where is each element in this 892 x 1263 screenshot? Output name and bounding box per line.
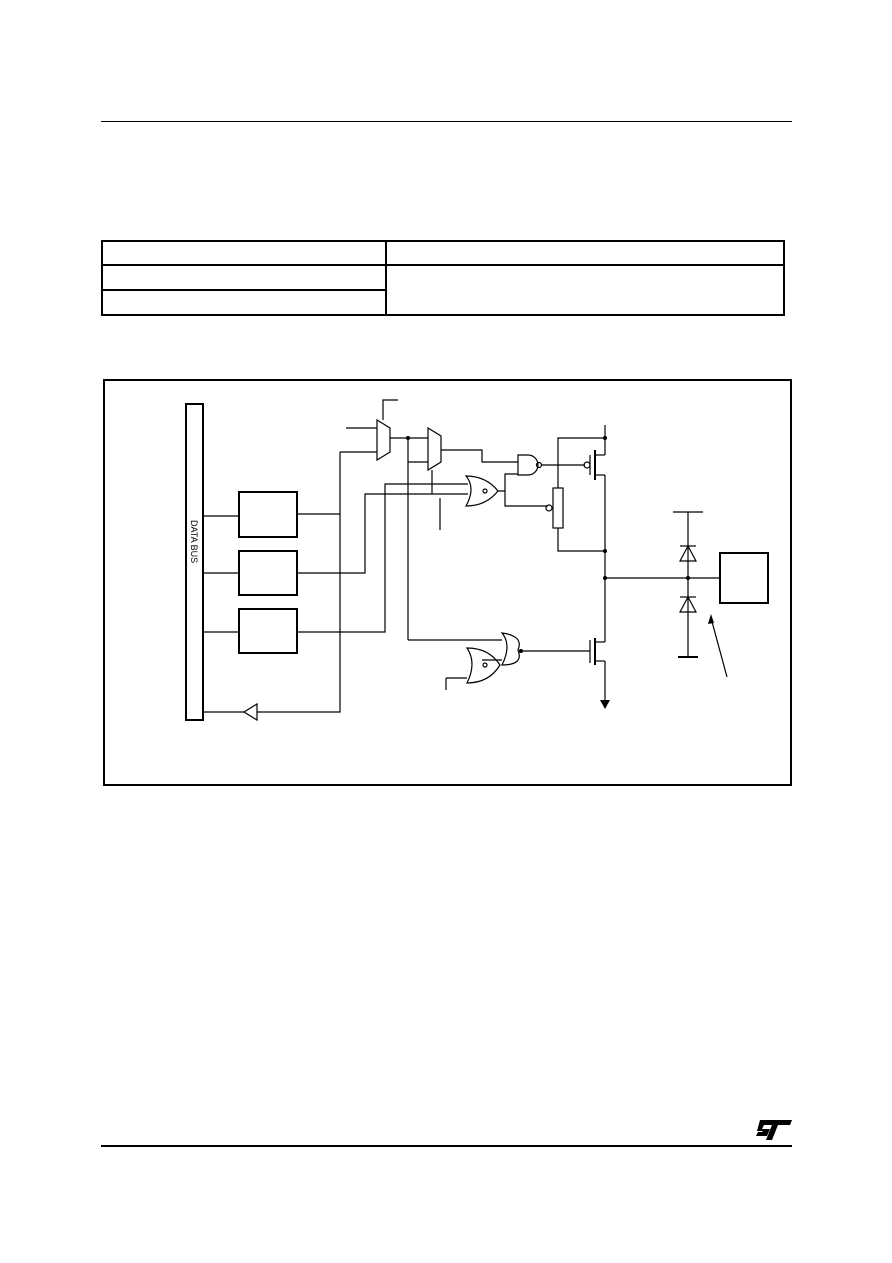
table-cell — [385, 264, 785, 316]
table-cell — [101, 240, 387, 266]
figure-frame — [103, 379, 792, 786]
footer-rule — [101, 1145, 792, 1147]
table-row — [101, 289, 784, 316]
register-block — [238, 550, 298, 596]
pass-transistor — [552, 487, 564, 529]
table-row — [101, 240, 785, 266]
nor-gate-icon — [500, 632, 520, 666]
register-block — [238, 491, 298, 538]
table-cell — [385, 240, 785, 266]
diode-icon — [679, 595, 697, 613]
header-rule — [101, 121, 792, 122]
pad-block — [719, 552, 769, 604]
data-bus-label: DATA BUS — [189, 520, 199, 563]
st-logo — [756, 1120, 792, 1140]
input-buffer-icon — [242, 702, 258, 722]
info-table — [101, 240, 785, 316]
table-row — [101, 264, 785, 316]
or-gate-icon — [464, 475, 499, 507]
table-cell — [101, 264, 387, 291]
ground-arrow-icon — [600, 700, 610, 709]
nand-gate-icon — [517, 454, 539, 476]
mux-icon — [376, 418, 391, 462]
register-block — [238, 608, 298, 654]
table-cell — [101, 289, 387, 316]
data-bus — [185, 403, 204, 721]
mux-icon — [427, 426, 442, 472]
or-gate-icon — [465, 647, 501, 684]
diode-icon — [679, 544, 697, 562]
